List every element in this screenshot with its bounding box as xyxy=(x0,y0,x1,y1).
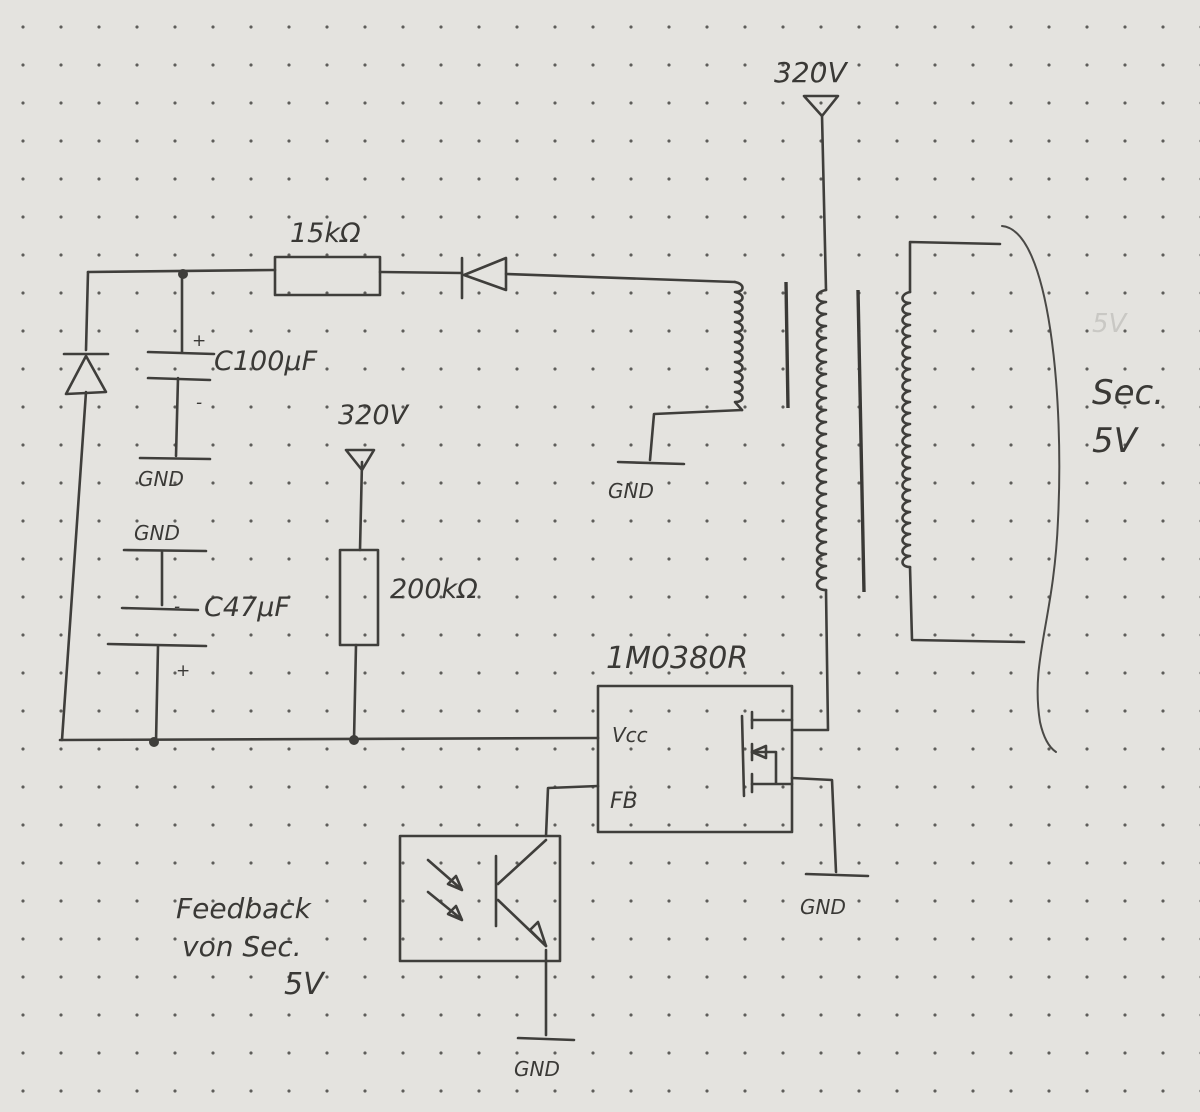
opto-gnd-bar xyxy=(516,1036,576,1042)
transformer: 320V 5V Sec. 5V xyxy=(774,56,1164,753)
opto-body xyxy=(398,834,562,963)
feedback-note: Feedback von Sec. 5V xyxy=(176,892,326,1002)
capacitor-c2: GND - + C47µF xyxy=(106,521,290,681)
c2-bottom-wire xyxy=(154,644,160,744)
ic-name-label: 1M0380R xyxy=(606,641,748,676)
secondary-brace xyxy=(1001,225,1061,753)
c1-bottom-wire xyxy=(174,376,180,458)
left-wire-upper xyxy=(84,270,90,352)
c1-label: C100µF xyxy=(214,346,318,377)
mosfet-source-wire xyxy=(790,776,838,874)
c1-minus-sign: - xyxy=(196,393,202,413)
r2-bottom-wire xyxy=(352,643,358,742)
pin-fb-label: FB xyxy=(610,789,638,814)
aux-gnd-bar xyxy=(616,460,686,466)
v-supply-top-label: 320V xyxy=(774,56,848,89)
r2-label: 200kΩ xyxy=(390,574,478,605)
secondary-label-line1: Sec. xyxy=(1092,373,1164,413)
c2-minus-sign: - xyxy=(174,597,180,617)
diode-top xyxy=(460,256,508,300)
feedback-label-line1: Feedback xyxy=(176,892,313,925)
secondary-label-line2: 5V xyxy=(1092,421,1140,461)
c2-gnd-top-label: GND xyxy=(134,521,180,545)
secondary-faint-label: 5V xyxy=(1092,309,1129,339)
aux-to-gnd-wire xyxy=(648,408,744,462)
core-line xyxy=(856,289,866,593)
wire-r1-to-diode xyxy=(378,270,464,275)
junction-dot xyxy=(178,269,188,279)
main-wiring xyxy=(58,113,838,1037)
aux-gnd-label: GND xyxy=(608,479,654,503)
primary-coil xyxy=(815,288,828,592)
v-supply-mid-label: 320V xyxy=(338,400,411,431)
capacitor-c1: + - C100µF GND xyxy=(138,331,318,491)
optocoupler xyxy=(398,834,562,963)
r2-top-wire xyxy=(358,460,364,552)
fb-wire xyxy=(544,784,600,838)
junction-dot xyxy=(149,737,159,747)
pin-vcc-label: Vcc xyxy=(612,723,648,747)
aux-core-line xyxy=(784,281,790,409)
ic-gnd-label: GND xyxy=(800,895,846,919)
opto-gnd-label: GND xyxy=(514,1057,560,1081)
secondary-top-wire xyxy=(908,240,1002,294)
junction-dot xyxy=(349,735,359,745)
ic-gnd-bar xyxy=(804,872,870,878)
left-wire-lower xyxy=(60,390,88,742)
aux-winding: GND xyxy=(608,280,744,503)
c1-gnd-bar xyxy=(138,456,212,461)
ic-body xyxy=(596,684,794,834)
resistor-r2: 320V 200kΩ xyxy=(338,400,478,647)
c1-plus-sign: + xyxy=(192,331,206,351)
internal-mosfet xyxy=(740,710,794,798)
bottom-rail xyxy=(58,736,600,742)
v-supply-top-arrow xyxy=(802,94,840,118)
secondary-bottom-wire xyxy=(908,565,1026,644)
r1-label: 15kΩ xyxy=(290,218,361,249)
v-supply-mid-arrow xyxy=(344,448,376,472)
c2-label: C47µF xyxy=(204,592,290,623)
feedback-label-line3: 5V xyxy=(284,967,326,1002)
resistor-r1: 15kΩ xyxy=(273,218,382,297)
wire-diode-to-aux xyxy=(504,272,737,284)
c2-gnd-bar xyxy=(122,548,208,553)
primary-top-wire xyxy=(820,113,828,292)
feedback-label-line2: von Sec. xyxy=(182,930,302,963)
primary-to-mosfet-wire xyxy=(790,588,830,732)
c2-plus-sign: + xyxy=(176,661,190,681)
secondary-coil xyxy=(901,290,912,569)
ic-1m0380r: 1M0380R Vcc FB xyxy=(596,641,794,834)
c1-gnd-label: GND xyxy=(138,467,184,491)
diode-left xyxy=(62,352,110,396)
